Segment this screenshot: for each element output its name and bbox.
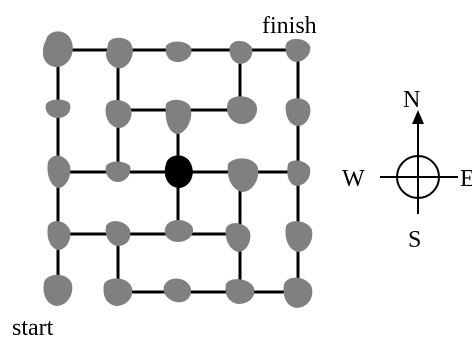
stone [165,41,192,63]
stone [285,221,313,252]
start-stone [43,274,73,306]
compass-west-label: W [342,166,365,192]
stone [47,155,71,188]
stone [229,40,253,64]
compass-rose: N S W E [342,87,472,253]
stone [225,279,255,304]
start-label: start [12,315,54,339]
stone [105,221,131,246]
stone [285,98,311,126]
stone [103,278,133,306]
stone [285,38,311,62]
compass-south-label: S [408,227,421,253]
north-arrow-icon [412,110,424,124]
stone [226,96,258,124]
stone [106,37,133,69]
stone [47,221,71,250]
compass-east-label: E [460,166,472,192]
finish-label: finish [262,13,317,39]
stone [287,160,311,186]
current-position-stone [164,155,193,188]
stone [45,99,71,118]
stone [105,161,131,182]
stone [227,158,259,192]
stone [163,278,192,303]
maze-stones [42,31,313,308]
stone [105,100,132,128]
stone [165,99,192,134]
compass-north-label: N [403,87,420,113]
finish-stone [283,277,313,308]
stone [225,223,251,252]
stone [164,220,194,242]
stone [42,31,73,68]
